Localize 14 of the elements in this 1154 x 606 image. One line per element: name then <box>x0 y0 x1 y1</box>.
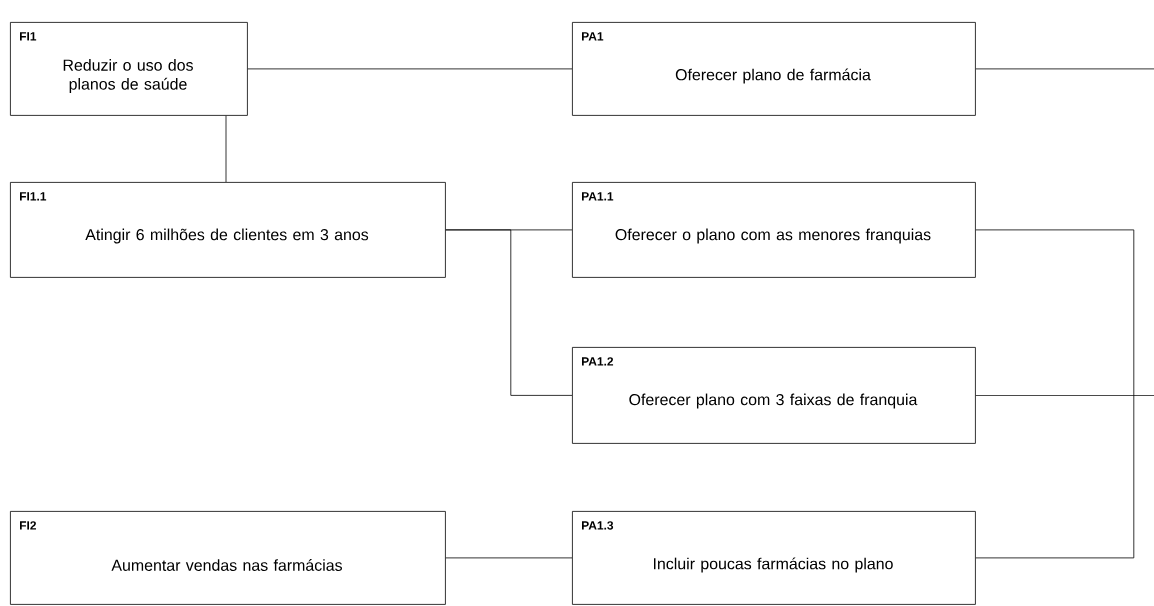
process-box: FI1 Reduzir o uso dos planos de saúde <box>10 22 248 116</box>
process-box: FI2 Aumentar vendas nas farmácias <box>10 511 446 605</box>
process-box: FI1.1 Atingir 6 milhões de clientes em 3 anos <box>10 182 446 278</box>
connector-line <box>247 68 573 70</box>
connector-line <box>225 115 227 183</box>
connector-line <box>975 395 1154 396</box>
process-box: PA1.1 Oferecer o plano com as menores franquias <box>572 182 976 278</box>
connector-line <box>975 68 1154 70</box>
process-box: PA1.2 Oferecer plano com 3 faixas de franquia <box>572 347 976 444</box>
process-box: PA1.3 Incluir poucas farmácias no plano <box>572 511 976 605</box>
connector-line <box>975 229 1135 559</box>
connector-line <box>445 229 573 396</box>
process-box: PA1 Oferecer plano de farmácia <box>572 22 976 116</box>
connector-line <box>445 557 573 559</box>
